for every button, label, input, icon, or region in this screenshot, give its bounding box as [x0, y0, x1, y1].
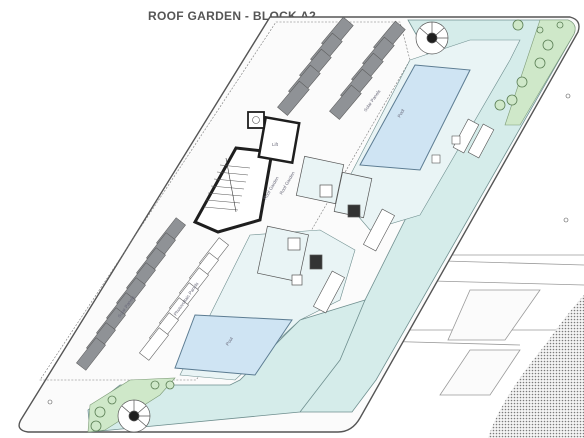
lamp-posts [47, 93, 571, 405]
lift-label: Lift [272, 142, 279, 147]
lift-core: Lift [247, 111, 301, 165]
solar-panel-array-top [277, 16, 406, 120]
lower-pool-label: Pool [225, 336, 234, 346]
planting-strip-right [504, 19, 576, 126]
lower-pool[interactable] [174, 314, 293, 376]
spiral-stair-top [415, 21, 449, 55]
photovoltaic-panel-array [139, 237, 229, 361]
dining-tables [313, 118, 495, 314]
planters [90, 19, 564, 432]
spiral-stair-bottom [117, 399, 151, 433]
dotted-paving [488, 295, 584, 438]
service-rooms [257, 155, 373, 286]
upper-pool-label: Pool [397, 108, 406, 118]
upper-pool[interactable] [359, 64, 471, 171]
solar-panel-array-left [76, 217, 186, 371]
